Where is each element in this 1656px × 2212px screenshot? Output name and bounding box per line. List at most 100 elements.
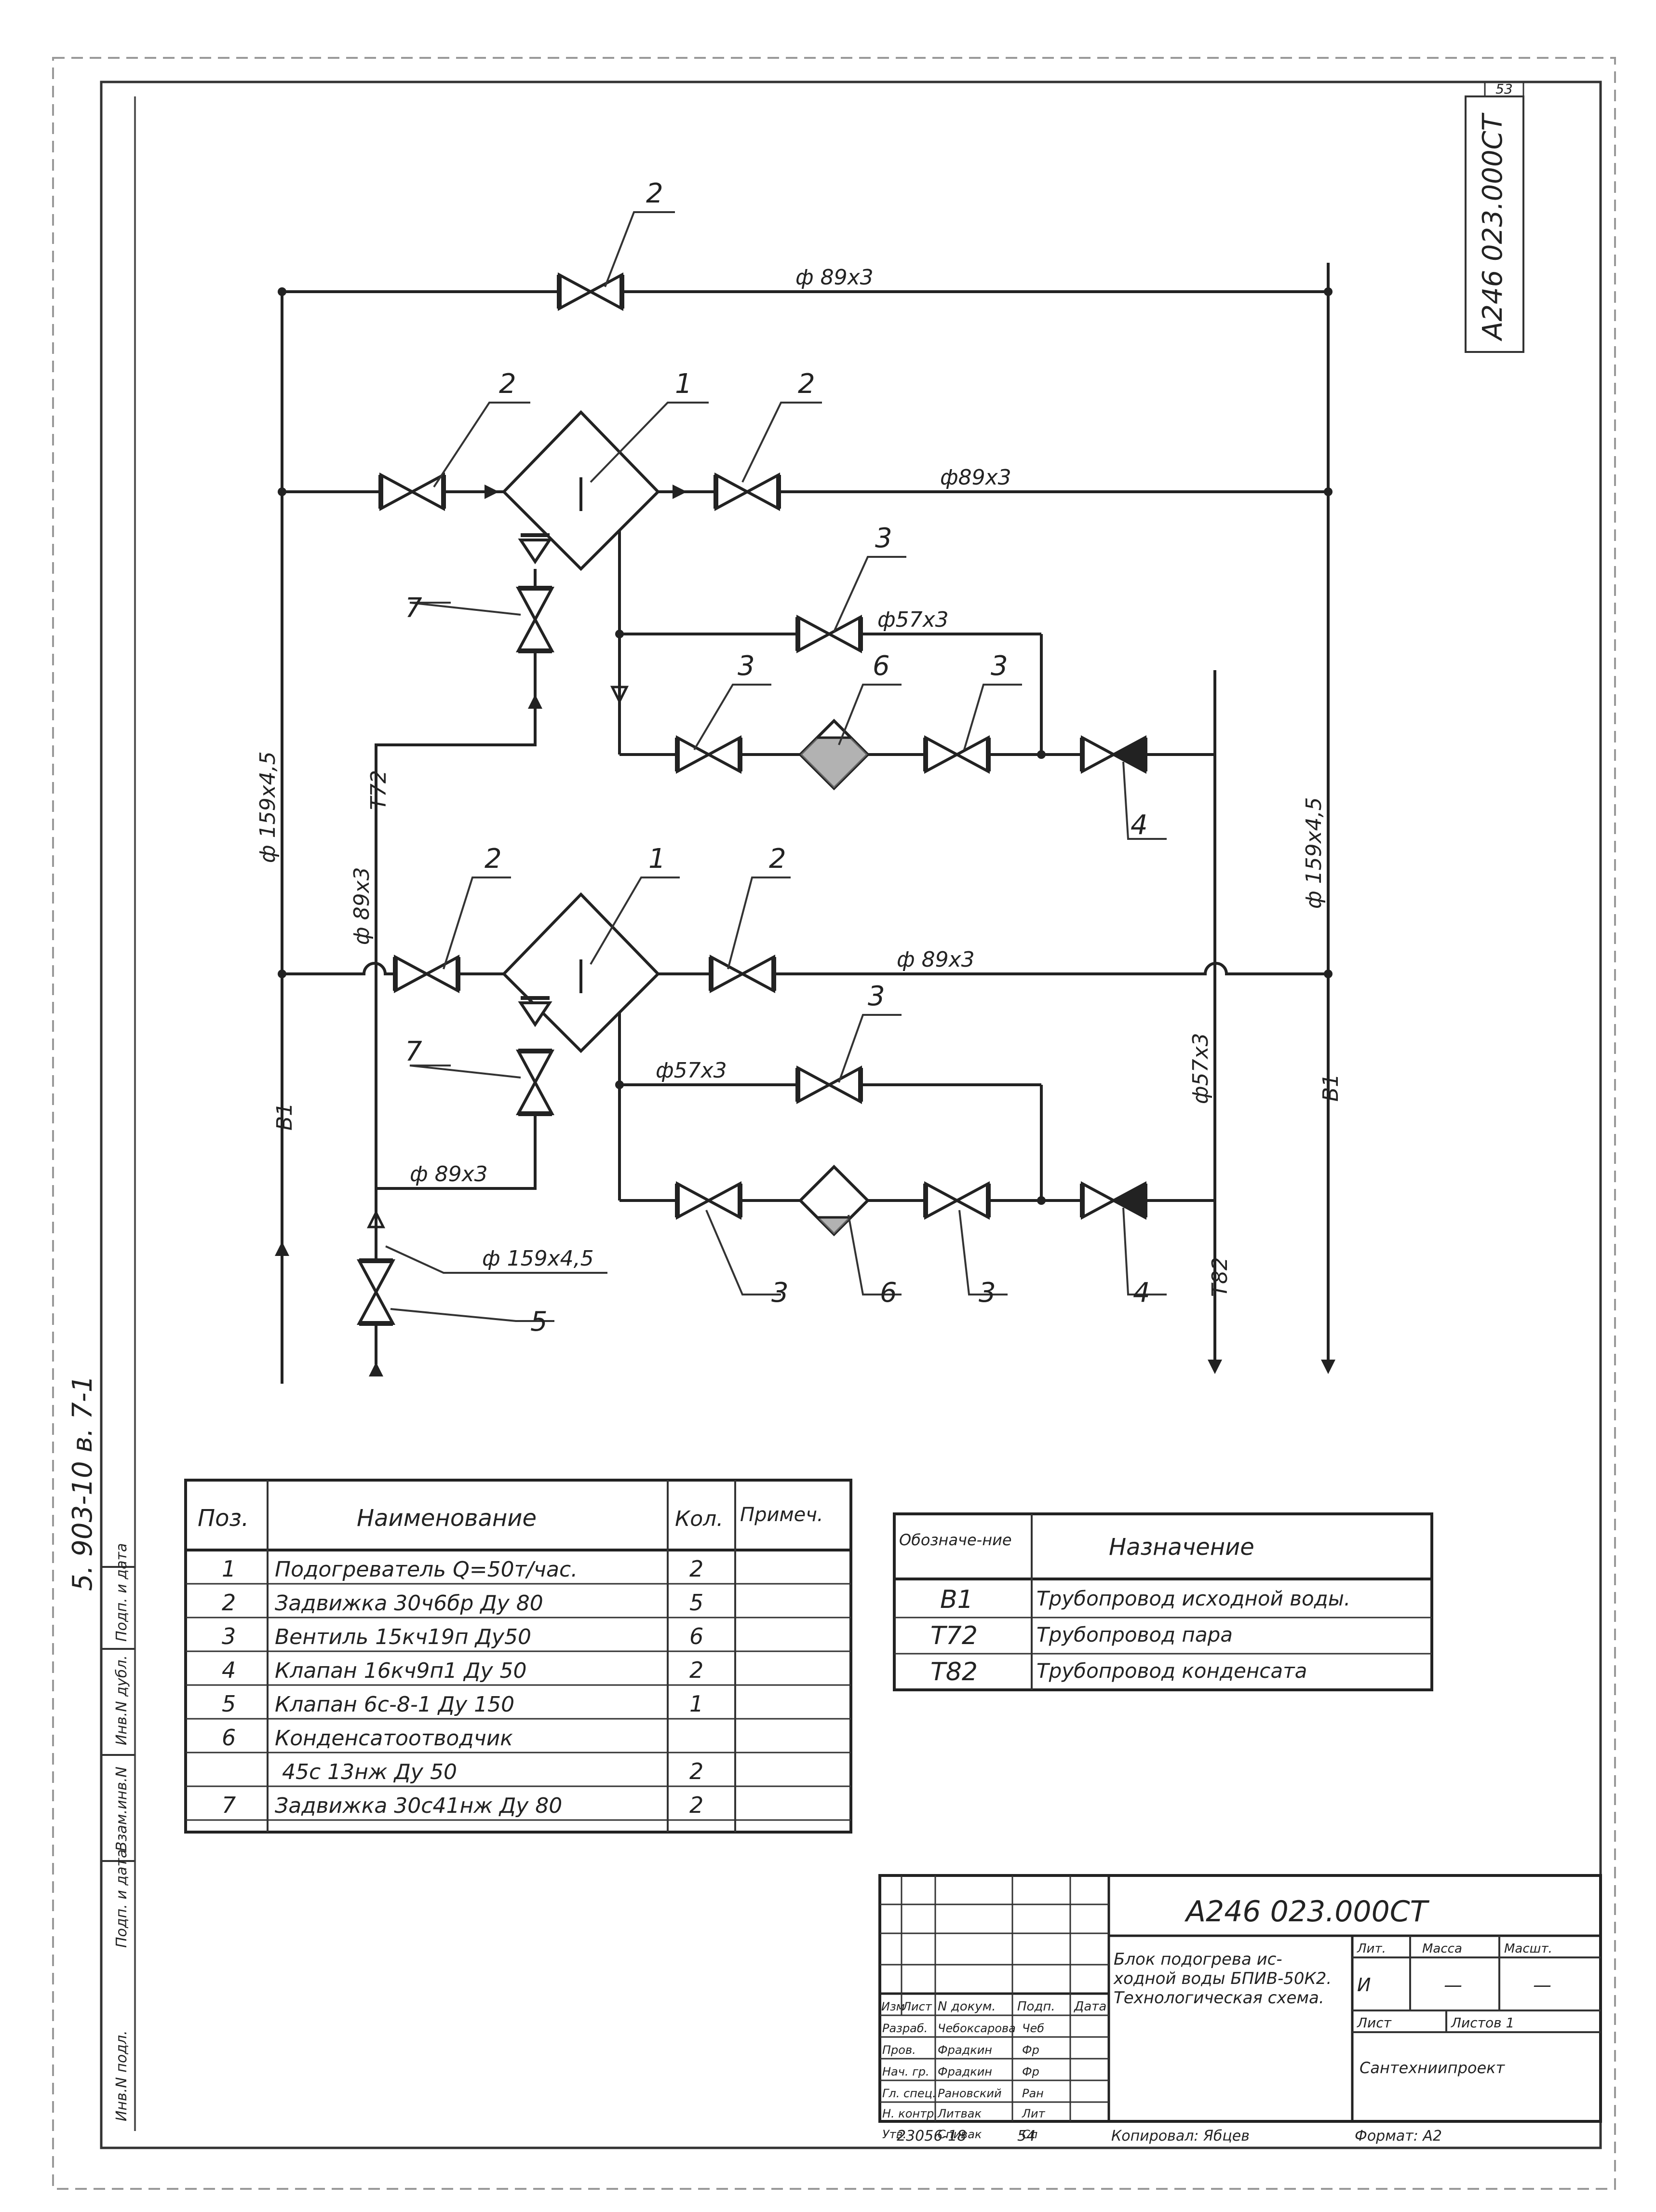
outer-dashed-frame (52, 57, 1616, 2190)
label-hx2-bypass: ф57х3 (656, 1058, 727, 1083)
pos-2-top: 2 (646, 178, 663, 209)
spec-header-qty: Кол. (675, 1507, 723, 1531)
margin-label-3: Взам.инв.N (113, 1767, 130, 1851)
legend-table: Обозначе-ние Назначение В1 Трубопровод и… (893, 1512, 1433, 1691)
legend-row-3-purpose: Трубопровод конденсата (1037, 1659, 1307, 1683)
hx2-water-line (282, 962, 1328, 975)
spec-row-3-pos: 3 (222, 1623, 236, 1649)
pos-1-hx1: 1 (675, 368, 692, 400)
legend-row-2-code: Т72 (930, 1621, 978, 1650)
pos-2-hx1-in: 2 (499, 368, 516, 400)
tb-col-list: Лист (902, 2000, 932, 2013)
pos-4-hx1: 4 (1131, 809, 1148, 841)
valve-hx2-trap-in (675, 1181, 742, 1220)
spec-header-note: Примеч. (740, 1504, 823, 1526)
pos-7-hx2: 7 (405, 1036, 422, 1067)
margin-label-5: Подп. и дата (113, 1543, 130, 1642)
steam-inlet-arrow-top (366, 1210, 386, 1228)
label-hx1-bypass: ф57х3 (877, 607, 949, 632)
tb-stage-lit: Лит. (1357, 1942, 1386, 1956)
tb-stage-value: И (1357, 1974, 1371, 1996)
tb-sign-2: Фр (1022, 2043, 1039, 2057)
pos-2-hx2-out: 2 (769, 843, 786, 875)
tb-col-sign: Подп. (1017, 1999, 1055, 2014)
flow-arrow-hx1-down (610, 686, 629, 704)
tb-role-4: Гл. спец. (882, 2087, 936, 2100)
margin-label-2: Подп. и дата (113, 1849, 130, 1948)
tb-sheets-label: Листов 1 (1451, 2015, 1514, 2031)
callout-leaders (385, 211, 1167, 1322)
label-steam-inlet: ф 159х4,5 (482, 1246, 594, 1271)
valve-hx1-trap-out (923, 735, 991, 774)
pos-4-hx2: 4 (1133, 1277, 1150, 1308)
tb-doc-code: А246 023.000СТ (1184, 1895, 1430, 1929)
tb-name-5: Литвак (937, 2107, 982, 2120)
label-steam-branch: ф 89х3 (350, 867, 374, 945)
pos-3-hx1-trap-in: 3 (738, 650, 755, 682)
steam-valve-hx2 (515, 996, 555, 1116)
spec-row-4-name: Клапан 16кч9п1 Ду 50 (275, 1659, 527, 1683)
valve-hx1-out (714, 472, 781, 512)
valve-top-bypass (557, 272, 624, 311)
valve-hx1-in (378, 472, 446, 512)
spec-header-pos: Поз. (198, 1505, 249, 1532)
footer-copied: Копировал: Ябцев (1111, 2128, 1250, 2145)
condensate-trap-hx1 (798, 718, 870, 791)
tb-role-6: Утв. (882, 2128, 906, 2141)
steam-branch-hx2 (376, 1147, 537, 1190)
tb-col-date: Дата (1074, 1999, 1106, 2014)
spec-row-1-qty: 2 (689, 1556, 703, 1582)
spec-row-5-qty: 1 (689, 1691, 703, 1717)
steam-riser-pipe (375, 694, 537, 1364)
tb-sign-3: Фр (1022, 2065, 1039, 2078)
legend-row-1-code: В1 (940, 1585, 973, 1614)
spec-row-2-pos: 2 (222, 1590, 236, 1616)
valve-hx2-out (709, 954, 776, 994)
margin-label-4: Инв.N дубл. (113, 1655, 130, 1745)
valve-hx1-bypass (795, 614, 863, 654)
tb-sign-5: Лит (1022, 2107, 1046, 2120)
spec-row-5-pos: 5 (222, 1691, 236, 1717)
legend-header-purpose: Назначение (1109, 1534, 1254, 1561)
sheet-number: 53 (1495, 81, 1513, 97)
spec-row-4-qty: 2 (689, 1657, 703, 1683)
corner-code: А246 023.000СТ (1477, 112, 1508, 341)
pos-7-hx1: 7 (405, 593, 422, 624)
spec-row-6-name: Конденсатоотводчик (275, 1726, 513, 1751)
label-steam-riser: Т72 (366, 770, 391, 810)
spec-row-1-pos: 1 (222, 1556, 236, 1582)
label-b1-right: В1 (1319, 1074, 1343, 1102)
left-margin-code: 5. 903-10 в. 7-1 (67, 1376, 98, 1591)
label-b1-left: В1 (272, 1103, 297, 1131)
valve-hx2-in (393, 954, 460, 994)
spec-row-4-pos: 4 (222, 1657, 236, 1683)
tb-stage-scale: Масшт. (1504, 1942, 1552, 1956)
tb-name-3: Фрадкин (938, 2065, 992, 2078)
spec-row-8-name: Задвижка 30с41нж Ду 80 (275, 1794, 562, 1818)
flow-arrow-hx1-in (485, 485, 499, 499)
tb-title-3: Технологическая схема. (1114, 1988, 1324, 2008)
tb-organization: Сантехниипроект (1360, 2059, 1505, 2077)
label-right-main: ф 159х4,5 (1302, 797, 1326, 909)
spec-row-6-pos: 6 (222, 1725, 236, 1751)
label-left-main: ф 159х4,5 (256, 751, 280, 863)
spec-row-8-qty: 2 (689, 1792, 703, 1818)
pos-3-hx1-bypass: 3 (875, 523, 892, 554)
tb-name-6: Спивак (938, 2128, 982, 2141)
pos-3-hx2-trap-in: 3 (771, 1277, 789, 1308)
spec-header-name: Наименование (357, 1505, 537, 1532)
steam-inlet-arrow-bottom (369, 1362, 383, 1376)
spec-row-7-name: 45с 13нж Ду 50 (282, 1760, 457, 1784)
label-hx2-line: ф 89х3 (897, 947, 975, 972)
legend-row-3-code: Т82 (930, 1658, 978, 1686)
check-valve-hx1 (1080, 735, 1147, 774)
footer-order: 23056-18 (897, 2128, 966, 2145)
tb-sign-4: Ран (1022, 2087, 1044, 2100)
reducing-valve (356, 1258, 396, 1326)
spec-row-2-name: Задвижка 30ч6бр Ду 80 (275, 1591, 543, 1616)
label-t82: Т82 (1208, 1257, 1232, 1297)
tb-stage-dash-mass: — (1444, 1974, 1462, 1996)
tb-role-5: Н. контр. (882, 2107, 938, 2120)
tb-col-izm: Изм (881, 2000, 905, 2013)
b1-outlet-arrow (1321, 1360, 1335, 1374)
